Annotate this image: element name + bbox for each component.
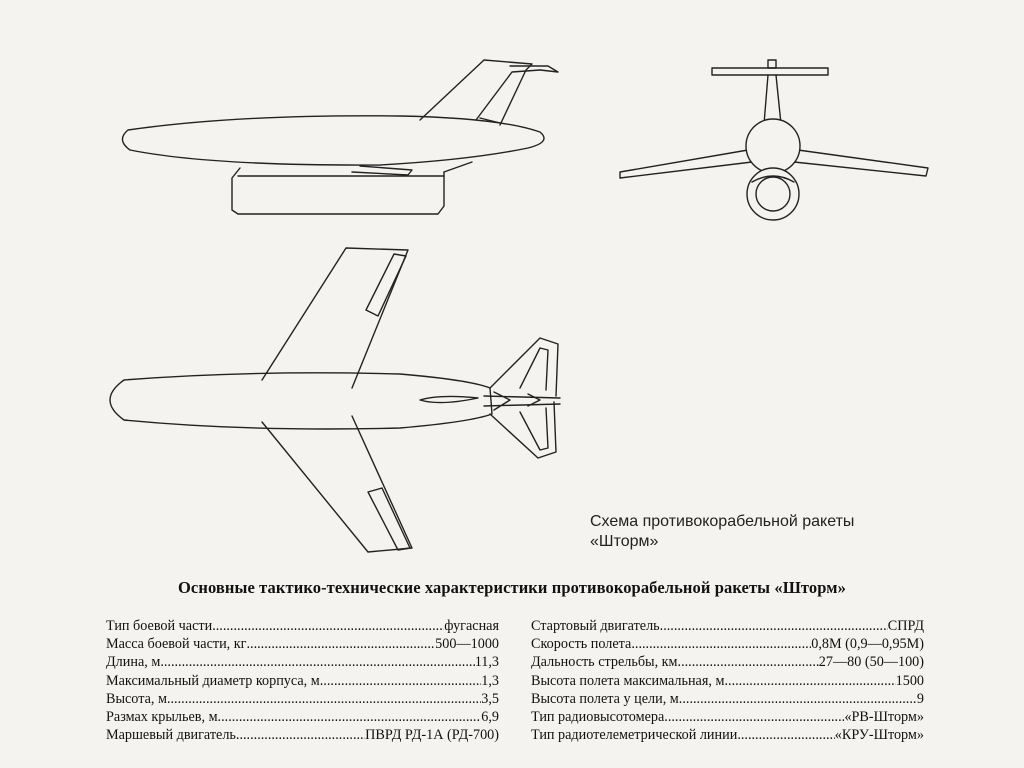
spec-label: Тип боевой части (106, 618, 213, 634)
spec-row: Высота полета максимальная, м 1500 (531, 672, 924, 690)
spec-label: Высота, м (106, 690, 167, 707)
spec-label: Размах крыльев, м (106, 709, 218, 726)
side-view (121, 59, 559, 215)
spec-row: Размах крыльев, м 6,9 (106, 708, 499, 726)
spec-value: ПВРД РД-1А (РД-700) (365, 727, 499, 744)
spec-label: Маршевый двигатель (106, 727, 236, 744)
missile-schematic (109, 59, 929, 553)
spec-row: Максимальный диаметр корпуса, м 1,3 (106, 672, 499, 690)
spec-value: 500—1000 (435, 636, 499, 653)
spec-label: Масса боевой части, кг (106, 636, 247, 653)
spec-value: «КРУ-Шторм» (834, 727, 924, 744)
spec-label: Высота полета максимальная, м (531, 672, 725, 689)
spec-label: Скорость полета (531, 636, 632, 653)
front-view (619, 59, 929, 221)
spec-row: Высота, м 3,5 (106, 690, 499, 708)
spec-label: Тип радиотелеметрической линии (531, 727, 738, 744)
spec-value: 9 (916, 690, 924, 707)
spec-row: Стартовый двигатель СПРД (531, 617, 924, 635)
spec-row: Скорость полета 0,8М (0,9—0,95М) (531, 635, 924, 653)
spec-row: Масса боевой части, кг 500—1000 (106, 635, 499, 653)
spec-label: Длина, м (106, 654, 161, 671)
spec-value: «РВ-Шторм» (844, 709, 924, 726)
specs-title: Основные тактико-технические характерист… (178, 578, 846, 597)
spec-label: Максимальный диаметр корпуса, м (106, 672, 320, 689)
spec-value: 0,8М (0,9—0,95М) (811, 636, 924, 653)
specs-left-column: Тип боевой части фугасная Масса боевой ча… (106, 617, 499, 744)
spec-value: 1500 (895, 672, 924, 689)
caption-line-1: Схема противокорабельной ракеты (590, 513, 855, 530)
spec-label: Тип радиовысотомера (531, 709, 665, 726)
figure-caption: Схема противокорабельной ракеты «Шторм» (590, 512, 950, 552)
spec-value: 11,3 (474, 654, 499, 671)
spec-label: Стартовый двигатель (531, 618, 660, 634)
spec-value: 27—80 (50—100) (818, 654, 924, 671)
spec-row: Дальность стрельбы, км 27—80 (50—100) (531, 653, 924, 671)
spec-value: 3,5 (481, 690, 499, 707)
top-view (109, 247, 561, 553)
spec-row: Высота полета у цели, м 9 (531, 690, 924, 708)
spec-row: Тип боевой части фугасная (106, 617, 499, 635)
caption-line-2: «Шторм» (590, 533, 659, 550)
spec-row: Тип радиовысотомера «РВ-Шторм» (531, 708, 924, 726)
spec-value: 6,9 (481, 709, 499, 726)
spec-label: Высота полета у цели, м (531, 690, 679, 707)
spec-value: 1,3 (481, 672, 499, 689)
spec-value: СПРД (887, 618, 924, 634)
spec-row: Длина, м 11,3 (106, 653, 499, 671)
spec-row: Маршевый двигатель ПВРД РД-1А (РД-700) (106, 726, 499, 744)
spec-label: Дальность стрельбы, км (531, 654, 678, 671)
spec-value: фугасная (444, 618, 499, 634)
spec-row: Тип радиотелеметрической линии «КРУ-Шторм… (531, 726, 924, 744)
specs-right-column: Стартовый двигатель СПРД Скорость полета 0… (531, 617, 924, 744)
